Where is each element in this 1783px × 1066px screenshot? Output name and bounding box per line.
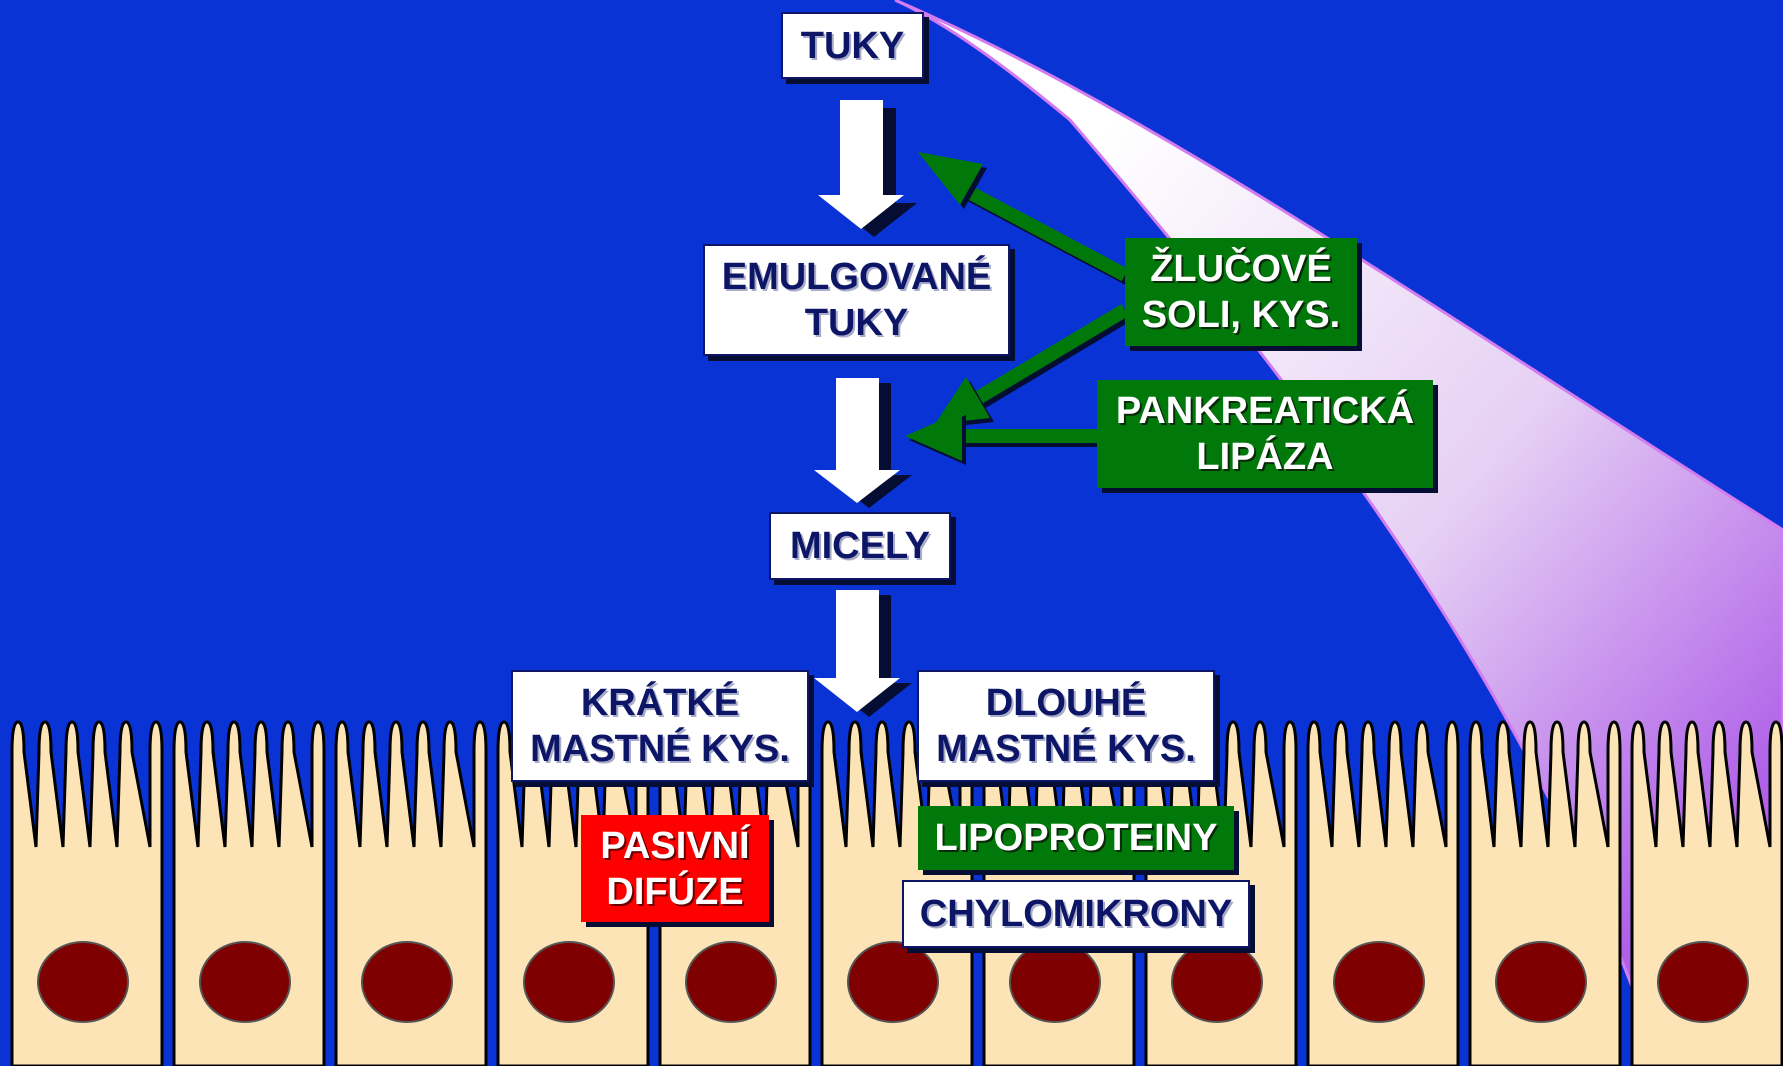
process-lipoproteins: LIPOPROTEINY (918, 806, 1234, 870)
node-short-fa-line-2: MASTNÉ KYS. (530, 726, 790, 772)
agent-bile-line-2: SOLI, KYS. (1142, 292, 1340, 338)
node-micelles: MICELY (769, 512, 951, 580)
process-lipoproteins-label: LIPOPROTEINY (935, 815, 1218, 861)
process-passive-line-1: PASIVNÍ (600, 823, 749, 869)
node-long-fatty-acids: DLOUHÉ MASTNÉ KYS. (917, 670, 1215, 782)
node-long-fa-line-1: DLOUHÉ (986, 680, 1146, 726)
node-emulsified-line-1: EMULGOVANÉ (722, 254, 992, 300)
cell-nucleus (848, 942, 938, 1022)
node-short-fa-line-1: KRÁTKÉ (581, 680, 739, 726)
agent-lipase-line-2: LIPÁZA (1196, 434, 1333, 480)
flow-arrows (814, 100, 1129, 717)
node-fats-label: TUKY (801, 23, 904, 69)
cell-nucleus (1010, 942, 1100, 1022)
node-fats: TUKY (781, 12, 924, 79)
cell-nucleus (1172, 942, 1262, 1022)
cell-nucleus (686, 942, 776, 1022)
cell-nucleus (1658, 942, 1748, 1022)
node-micelles-label: MICELY (790, 523, 930, 569)
cell-nucleus (38, 942, 128, 1022)
node-short-fatty-acids: KRÁTKÉ MASTNÉ KYS. (511, 670, 809, 782)
cell-nucleus (200, 942, 290, 1022)
agent-pancreatic-lipase: PANKREATICKÁ LIPÁZA (1097, 380, 1433, 488)
node-long-fa-line-2: MASTNÉ KYS. (936, 726, 1196, 772)
agent-bile-line-1: ŽLUČOVÉ (1150, 246, 1332, 292)
lipase-arrow-to-micelles (905, 411, 1104, 465)
process-chylomicrons-label: CHYLOMIKRONY (920, 891, 1232, 937)
process-passive-line-2: DIFÚZE (606, 869, 743, 915)
cell-nucleus (1334, 942, 1424, 1022)
node-emulsified-line-2: TUKY (805, 300, 908, 346)
cell-nucleus (524, 942, 614, 1022)
intestinal-epithelium (12, 722, 1782, 1066)
agent-bile-salts: ŽLUČOVÉ SOLI, KYS. (1125, 238, 1357, 346)
cell-nucleus (362, 942, 452, 1022)
agent-lipase-line-1: PANKREATICKÁ (1116, 388, 1414, 434)
node-emulsified-fats: EMULGOVANÉ TUKY (703, 244, 1010, 356)
process-chylomicrons: CHYLOMIKRONY (902, 880, 1250, 948)
process-passive-diffusion: PASIVNÍ DIFÚZE (581, 815, 769, 922)
cell-nucleus (1496, 942, 1586, 1022)
